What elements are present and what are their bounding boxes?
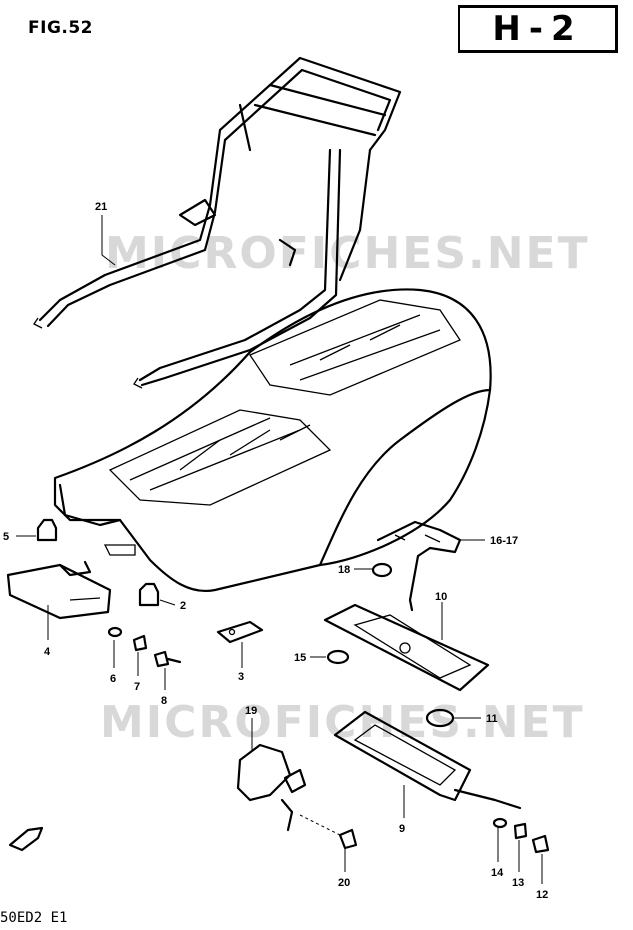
callout-16-17: 16-17 — [490, 535, 518, 547]
washer-6 — [107, 626, 123, 638]
seat-strap-bracket-4 — [6, 560, 112, 620]
callout-labels: 21 5 2 4 6 7 8 3 15 16-17 18 10 11 19 9 … — [3, 201, 548, 901]
callout-9: 9 — [399, 823, 405, 835]
seat-base-plate-10 — [323, 603, 490, 692]
callout-7: 7 — [134, 681, 140, 693]
callout-15: 15 — [294, 652, 306, 664]
callout-2: 2 — [180, 600, 186, 612]
callout-19: 19 — [245, 705, 257, 717]
plate-3 — [216, 620, 264, 644]
bracket-16-17 — [376, 520, 462, 612]
seat-hinge-9 — [333, 710, 522, 810]
seat-lock-19 — [236, 743, 307, 832]
nut-13 — [513, 822, 528, 840]
callout-3: 3 — [238, 671, 244, 683]
grommet-15 — [326, 649, 350, 665]
rubber-cushion-2 — [138, 582, 160, 607]
callout-20: 20 — [338, 877, 350, 889]
watermark-top: MICROFICHES.NET — [105, 228, 590, 279]
screw-20 — [338, 828, 358, 850]
callout-18: 18 — [338, 564, 350, 576]
callout-14: 14 — [491, 867, 504, 879]
clip-14 — [492, 817, 508, 829]
seat-assembly — [53, 288, 492, 593]
nut-7 — [132, 634, 148, 652]
figure-label: FIG.52 — [28, 18, 94, 38]
callout-5: 5 — [3, 531, 9, 543]
bolt-8 — [153, 650, 182, 668]
leader-lines — [16, 215, 543, 884]
section-code: H-2 — [492, 9, 583, 49]
callout-8: 8 — [161, 695, 167, 707]
rear-carrier-rack — [33, 56, 402, 389]
callout-21: 21 — [95, 201, 107, 213]
callout-10: 10 — [435, 591, 447, 603]
damper-18 — [371, 562, 393, 578]
bolt-12 — [531, 834, 550, 854]
front-direction-arrow-icon — [8, 826, 44, 852]
rubber-cushion-5 — [36, 518, 58, 542]
callout-6: 6 — [110, 673, 116, 685]
section-code-box: H-2 — [458, 5, 618, 53]
callout-4: 4 — [44, 646, 51, 658]
callout-11: 11 — [486, 713, 498, 725]
cap-11 — [425, 708, 455, 728]
callout-12: 12 — [536, 889, 548, 901]
callout-13: 13 — [512, 877, 524, 889]
footer-code: 50ED2 E1 — [0, 910, 68, 926]
